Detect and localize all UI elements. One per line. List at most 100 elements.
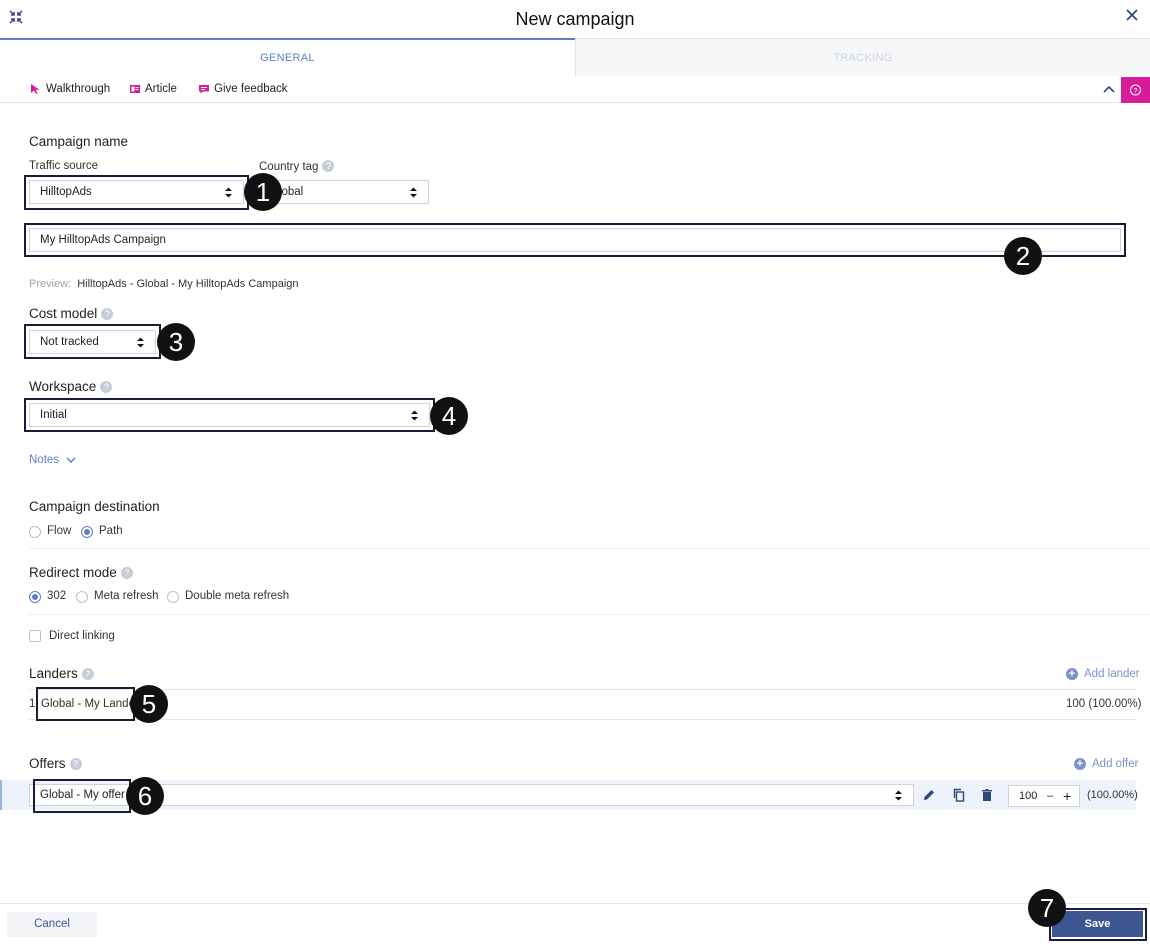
- edit-icon[interactable]: [922, 788, 936, 802]
- help-icon[interactable]: ?: [69, 758, 82, 770]
- help-button[interactable]: ?: [1121, 77, 1150, 103]
- help-icon[interactable]: ?: [120, 567, 133, 579]
- walkthrough-label: Walkthrough: [46, 83, 111, 95]
- row-line: [29, 689, 1136, 690]
- select-arrows-icon: [410, 187, 417, 198]
- annotation-badge-3: 3: [157, 323, 195, 361]
- direct-linking-checkbox[interactable]: [29, 630, 41, 642]
- minus-icon[interactable]: –: [1047, 790, 1054, 802]
- country-tag-select[interactable]: Global: [259, 180, 429, 204]
- select-arrows-icon: [137, 337, 144, 348]
- cost-model-heading: Cost model: [29, 306, 98, 321]
- cost-model-select[interactable]: Not tracked: [29, 330, 156, 354]
- article-label: Article: [145, 83, 177, 95]
- tab-general[interactable]: GENERAL: [0, 38, 575, 76]
- close-icon[interactable]: [1124, 7, 1140, 23]
- offers-heading-wrap: Offers?: [29, 756, 82, 771]
- workspace-heading: Workspace: [29, 379, 97, 394]
- feedback-link[interactable]: Give feedback: [198, 83, 288, 95]
- landers-heading-wrap: Landers?: [29, 666, 94, 681]
- offers-heading: Offers: [29, 756, 66, 771]
- tab-tracking[interactable]: TRACKING: [575, 38, 1150, 76]
- offer-select[interactable]: Global - My offer: [29, 784, 914, 806]
- plus-icon: +: [1066, 668, 1078, 680]
- help-icon[interactable]: ?: [81, 668, 94, 680]
- save-button[interactable]: Save: [1052, 911, 1143, 937]
- help-icon[interactable]: ?: [322, 160, 335, 172]
- add-offer-button[interactable]: + Add offer: [1074, 758, 1138, 770]
- lander-weight: 100 (100.00%): [1066, 698, 1142, 710]
- destination-heading: Campaign destination: [29, 499, 160, 514]
- add-offer-label: Add offer: [1092, 758, 1139, 770]
- traffic-source-value: HilltopAds: [40, 186, 92, 198]
- collapse-icon[interactable]: [8, 9, 24, 25]
- select-arrows-icon: [411, 410, 418, 421]
- lander-name[interactable]: Global - My Lander: [41, 698, 139, 710]
- redirect-radio-double-meta[interactable]: [167, 591, 179, 603]
- offer-name: Global - My offer: [40, 789, 125, 801]
- annotation-badge-4: 4: [430, 397, 468, 435]
- divider: [29, 548, 1150, 549]
- annotation-box-4: [24, 398, 435, 432]
- workspace-select[interactable]: Initial: [29, 403, 430, 427]
- divider: [29, 614, 1150, 615]
- notes-toggle[interactable]: Notes: [29, 454, 77, 466]
- help-icon[interactable]: ?: [101, 308, 114, 320]
- workspace-value: Initial: [40, 409, 67, 421]
- redirect-radio-302[interactable]: [29, 591, 41, 603]
- campaign-name-heading: Campaign name: [29, 134, 129, 149]
- redirect-radio-meta[interactable]: [76, 591, 88, 603]
- trash-icon[interactable]: [980, 788, 994, 802]
- annotation-badge-2: 2: [1004, 237, 1042, 275]
- destination-flow-label: Flow: [47, 525, 72, 537]
- dialog-title: New campaign: [515, 9, 635, 29]
- campaign-name-preview: Preview: HilltopAds - Global - My Hilltop…: [29, 278, 299, 290]
- preview-label: Preview:: [29, 278, 72, 290]
- tab-bar: GENERAL TRACKING: [0, 38, 1150, 76]
- traffic-source-label: Traffic source: [29, 160, 99, 172]
- annotation-box-1: [24, 175, 249, 210]
- dialog-footer: [0, 903, 1150, 945]
- traffic-source-select[interactable]: HilltopAds: [29, 180, 244, 204]
- annotation-box-6: [33, 779, 131, 813]
- destination-radio-path[interactable]: [81, 526, 93, 538]
- annotation-badge-1: 1: [244, 173, 282, 211]
- chevron-up-icon[interactable]: [1102, 83, 1116, 97]
- offer-weight-stepper[interactable]: 100 – +: [1008, 785, 1080, 807]
- help-icon[interactable]: ?: [100, 381, 113, 393]
- offer-weight-value: 100: [1019, 790, 1038, 802]
- preview-value: HilltopAds - Global - My HilltopAds Camp…: [77, 278, 299, 290]
- walkthrough-link[interactable]: Walkthrough: [30, 83, 110, 95]
- select-arrows-icon: [225, 187, 232, 198]
- campaign-name-value: My HilltopAds Campaign: [40, 234, 166, 246]
- annotation-box-2: [24, 223, 1126, 257]
- redirect-meta-label: Meta refresh: [94, 590, 159, 602]
- campaign-name-input[interactable]: My HilltopAds Campaign: [29, 228, 1121, 252]
- plus-icon[interactable]: +: [1063, 788, 1072, 804]
- article-link[interactable]: Article: [129, 83, 177, 95]
- cursor-icon: [31, 84, 40, 94]
- annotation-box-5: [36, 687, 135, 721]
- add-lander-button[interactable]: + Add lander: [1066, 668, 1140, 680]
- chevron-down-icon: [66, 457, 76, 464]
- annotation-box-3: [24, 324, 161, 359]
- feedback-icon: [199, 85, 209, 94]
- help-bar: Walkthrough Article Give feedback: [0, 77, 1150, 103]
- cost-model-value: Not tracked: [40, 336, 99, 348]
- redirect-heading: Redirect mode: [29, 565, 117, 580]
- duplicate-icon[interactable]: [952, 788, 966, 802]
- notes-label: Notes: [29, 454, 60, 466]
- destination-radio-flow[interactable]: [29, 526, 41, 538]
- row-line: [29, 719, 1136, 720]
- annotation-badge-7: 7: [1028, 889, 1066, 927]
- svg-text:?: ?: [1134, 88, 1138, 95]
- question-icon: ?: [1130, 84, 1141, 96]
- annotation-badge-6: 6: [126, 777, 164, 815]
- add-lander-label: Add lander: [1084, 668, 1140, 680]
- redirect-heading-wrap: Redirect mode?: [29, 565, 133, 580]
- feedback-label: Give feedback: [214, 83, 288, 95]
- cancel-button[interactable]: Cancel: [7, 912, 97, 937]
- annotation-badge-5: 5: [130, 685, 168, 723]
- workspace-heading-wrap: Workspace?: [29, 379, 113, 394]
- landers-heading: Landers: [29, 666, 78, 681]
